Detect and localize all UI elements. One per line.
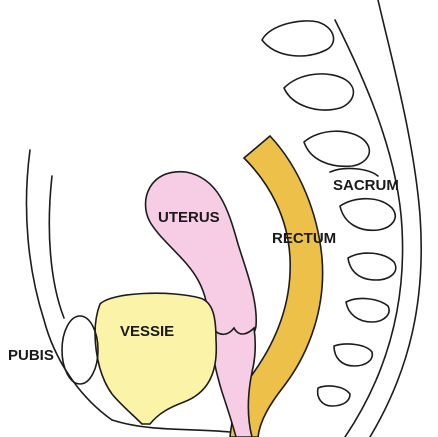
- sacrum-back-edge: [335, 20, 403, 437]
- pelvic-floor: [112, 420, 230, 432]
- label-rectum: RECTUM: [272, 230, 336, 247]
- label-pubis: PUBIS: [8, 347, 54, 364]
- label-sacrum: SACRUM: [333, 177, 399, 194]
- front-contour-inner: [49, 176, 64, 318]
- front-contour: [26, 150, 112, 420]
- label-uterus: UTERUS: [158, 209, 220, 226]
- vessie: [95, 293, 216, 424]
- cervix: [213, 328, 256, 437]
- label-vessie: VESSIE: [120, 323, 174, 340]
